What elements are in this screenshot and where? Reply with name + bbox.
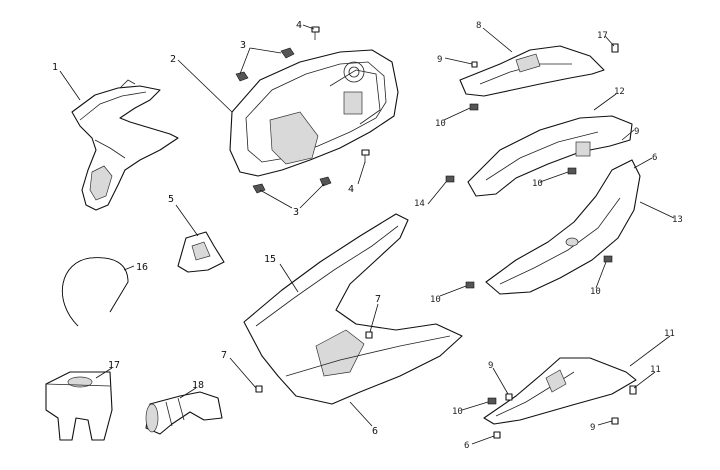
callout-9: 9 bbox=[634, 127, 639, 137]
part-7-screws bbox=[255, 331, 373, 393]
part-1-front-cover bbox=[71, 79, 179, 211]
callout-17: 17 bbox=[597, 31, 608, 41]
callout-13: 13 bbox=[672, 215, 683, 225]
callout-14: 14 bbox=[414, 199, 425, 209]
part-16-rubber-strip bbox=[62, 257, 129, 327]
callout-17: 17 bbox=[108, 360, 120, 371]
part-13-rear-lower-cover bbox=[485, 159, 641, 295]
callout-4: 4 bbox=[296, 20, 302, 31]
callout-18: 18 bbox=[192, 380, 204, 391]
part-4-screws bbox=[311, 26, 370, 163]
callout-9: 9 bbox=[437, 55, 442, 65]
callout-7: 7 bbox=[221, 350, 227, 361]
part-17-stand bbox=[45, 371, 113, 441]
callout-11: 11 bbox=[664, 329, 675, 339]
callout-12: 12 bbox=[614, 87, 625, 97]
callout-3: 3 bbox=[240, 40, 246, 51]
callout-6: 6 bbox=[372, 426, 378, 437]
callout-9: 9 bbox=[488, 361, 493, 371]
part-2-storage-box bbox=[229, 49, 399, 177]
callout-2: 2 bbox=[170, 54, 176, 65]
part-14-lower-trim bbox=[483, 357, 637, 425]
callout-labels: 1 2 3 3 4 4 5 16 15 7 7 6 17 18 8 9 17 1… bbox=[52, 20, 683, 451]
small-clips-right bbox=[445, 43, 637, 439]
callout-4: 4 bbox=[348, 184, 354, 195]
callout-1: 1 bbox=[52, 62, 58, 73]
callout-10: 10 bbox=[590, 287, 601, 297]
callout-9: 9 bbox=[590, 423, 595, 433]
callout-10: 10 bbox=[430, 295, 441, 305]
callout-10: 10 bbox=[435, 119, 446, 129]
callout-7: 7 bbox=[375, 294, 381, 305]
part-15-floorboard bbox=[243, 213, 463, 405]
callout-11: 11 bbox=[650, 365, 661, 375]
part-3-clip-nuts bbox=[235, 47, 332, 194]
part-12-rear-side-cover bbox=[467, 115, 633, 197]
callout-8: 8 bbox=[476, 21, 481, 31]
part-8-rear-upper-cover bbox=[459, 45, 605, 97]
callout-5: 5 bbox=[168, 194, 174, 205]
part-5-bracket bbox=[177, 231, 225, 273]
part-18-air-duct bbox=[145, 391, 223, 435]
callout-6: 6 bbox=[652, 153, 657, 163]
callout-16: 16 bbox=[136, 262, 148, 273]
callout-6: 6 bbox=[464, 441, 469, 451]
callout-10: 10 bbox=[532, 179, 543, 189]
leader-lines bbox=[59, 24, 675, 445]
callout-15: 15 bbox=[264, 254, 276, 265]
callout-10: 10 bbox=[452, 407, 463, 417]
callout-3: 3 bbox=[293, 207, 299, 218]
